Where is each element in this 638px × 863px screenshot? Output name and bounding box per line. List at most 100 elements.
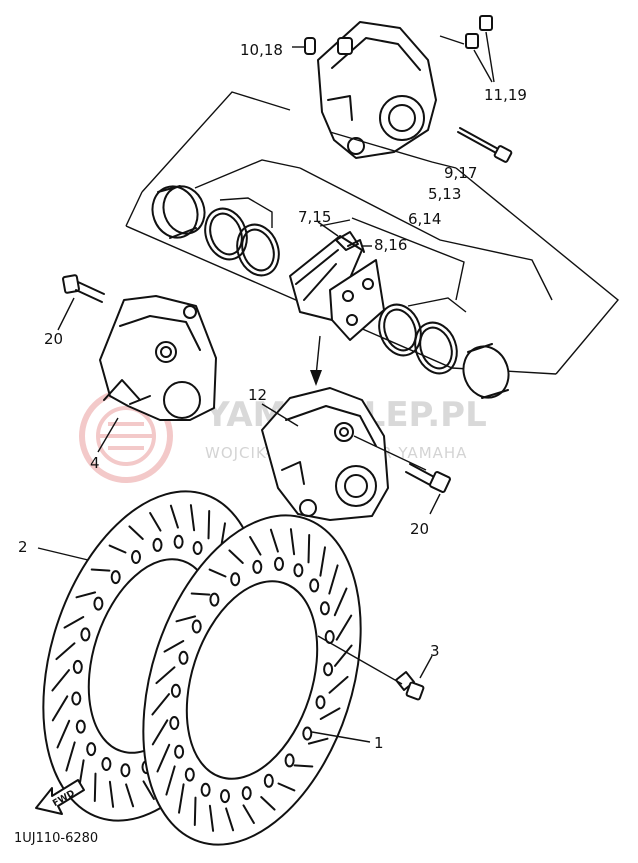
disc-slot xyxy=(63,616,85,629)
disc-slot xyxy=(307,534,311,564)
disc-slot xyxy=(175,615,197,623)
disc-hole xyxy=(220,789,230,804)
disc-hole xyxy=(192,541,203,555)
disc-hole xyxy=(169,716,180,730)
piston-lower xyxy=(462,343,510,399)
disc-slot xyxy=(277,782,296,792)
exploded-frame xyxy=(125,91,619,375)
diagram-code: 1UJ110-6280 xyxy=(14,831,98,846)
disc-slot xyxy=(75,591,97,599)
disc-hole xyxy=(170,683,181,698)
label-disc-bolt: 3 xyxy=(430,642,440,660)
disc-slot xyxy=(155,666,176,685)
piston-upper xyxy=(151,185,206,239)
disc-hole xyxy=(263,773,274,788)
disc-slot xyxy=(125,783,135,808)
disc-hole xyxy=(184,767,195,782)
disc-hole xyxy=(80,627,91,642)
disc-slot xyxy=(108,780,115,808)
disc-slot xyxy=(193,796,197,826)
disc-hole xyxy=(274,556,284,571)
disc-slot xyxy=(108,544,127,554)
disc-slot xyxy=(208,568,227,578)
disc-hole xyxy=(72,659,83,674)
disc-slot xyxy=(128,525,144,540)
label-piston-upper: 5,13 xyxy=(428,185,461,203)
disc-slot xyxy=(333,587,348,617)
disc-slot xyxy=(65,741,76,772)
disc-slot xyxy=(169,504,179,529)
pad-clip xyxy=(347,239,372,253)
label-left-caliper: 4 xyxy=(90,454,100,472)
disc-slot xyxy=(163,640,185,653)
disc-slot xyxy=(51,695,69,722)
disc-bolt xyxy=(395,655,433,701)
fwd-arrow-icon: FWD xyxy=(35,779,85,815)
disc-slot xyxy=(319,546,326,577)
label-mount-bolt-left: 20 xyxy=(44,330,63,348)
disc-slot xyxy=(190,592,211,596)
disc-hole xyxy=(110,570,121,585)
disc-slot xyxy=(260,796,276,811)
assembly-arrow xyxy=(310,335,322,386)
disc-hole xyxy=(284,753,295,768)
upper-caliper xyxy=(317,21,437,159)
disc-hole xyxy=(302,726,313,741)
disc-slot xyxy=(334,644,353,667)
pad-spring xyxy=(317,221,359,251)
disc-slot xyxy=(56,719,71,749)
disc-hole xyxy=(323,662,334,677)
disc-slot xyxy=(149,512,162,532)
disc-hole xyxy=(230,572,241,587)
disc-slot xyxy=(293,764,314,768)
disc-hole xyxy=(178,650,189,665)
disc-slot xyxy=(335,614,353,641)
disc-slot xyxy=(225,807,235,832)
disc-slot xyxy=(289,528,296,556)
seal-upper xyxy=(204,207,280,277)
disc-hole xyxy=(93,596,104,611)
disc-slot xyxy=(249,536,262,556)
disc-slot xyxy=(165,765,176,796)
left-caliper xyxy=(97,295,217,453)
disc-hole xyxy=(315,695,326,710)
disc-hole xyxy=(252,559,263,574)
disc-hole xyxy=(200,782,211,797)
mount-bolt-right xyxy=(405,463,451,515)
mount-bolt-left xyxy=(57,274,105,331)
disc-hole xyxy=(120,763,131,778)
disc-slot xyxy=(156,743,171,773)
right-caliper xyxy=(261,387,427,521)
label-pad-spring: 7,15 xyxy=(298,208,331,226)
disc-slot xyxy=(151,719,169,746)
disc-slot xyxy=(307,737,329,745)
disc-slot xyxy=(93,772,97,802)
disc-hole xyxy=(86,742,97,757)
disc-slot xyxy=(51,669,70,692)
label-mount-bolt-right: 20 xyxy=(410,520,429,538)
disc-slot xyxy=(178,783,185,814)
disc-slot xyxy=(328,675,349,694)
disc-hole xyxy=(71,691,82,706)
disc-front xyxy=(142,514,403,846)
disc-slot xyxy=(151,693,170,716)
disc-slot xyxy=(319,707,341,720)
label-bleed-screws: 11,19 xyxy=(484,86,527,104)
label-disc-rear: 2 xyxy=(18,538,28,556)
disc-slot xyxy=(55,642,76,661)
seal-lower xyxy=(378,303,458,375)
disc-slot xyxy=(269,528,279,553)
disc-slot xyxy=(189,504,196,532)
disc-hole xyxy=(309,578,320,593)
disc-hole xyxy=(174,744,185,759)
label-right-caliper: 12 xyxy=(248,386,267,404)
disc-hole xyxy=(101,757,112,771)
bleed-screws xyxy=(439,15,495,83)
disc-hole xyxy=(319,601,330,616)
label-caliper-bolt-top: 10,18 xyxy=(240,41,283,59)
label-seal-upper: 6,14 xyxy=(408,210,441,228)
label-pin-bolt: 9,17 xyxy=(444,164,477,182)
disc-slot xyxy=(208,804,215,832)
caliper-bolt-top xyxy=(292,37,316,55)
